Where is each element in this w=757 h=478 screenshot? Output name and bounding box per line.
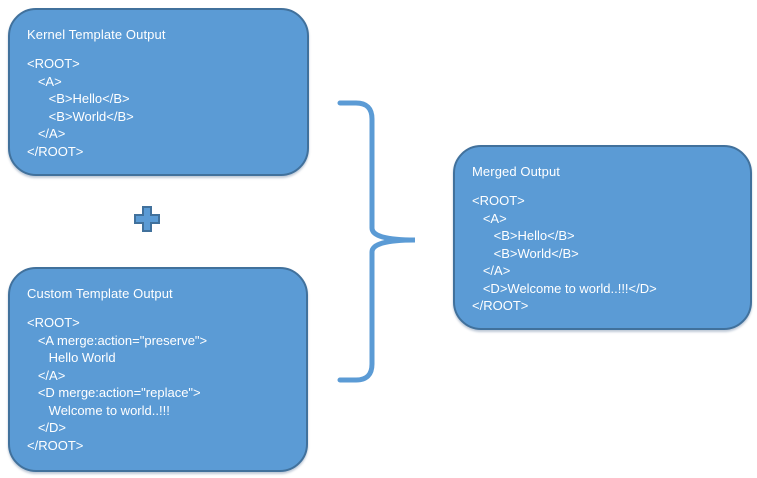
custom-box-code: <ROOT> <A merge:action="preserve"> Hello…: [27, 315, 208, 453]
merged-box-code: <ROOT> <A> <B>Hello</B> <B>World</B> </A…: [472, 193, 657, 313]
right-curly-brace-icon: [337, 100, 416, 383]
custom-box-title: Custom Template Output: [27, 286, 173, 301]
custom-template-output-box: Custom Template Output <ROOT> <A merge:a…: [8, 267, 308, 472]
kernel-box-code: <ROOT> <A> <B>Hello</B> <B>World</B> </A…: [27, 56, 134, 159]
kernel-box-title: Kernel Template Output: [27, 27, 166, 42]
merged-output-box: Merged Output <ROOT> <A> <B>Hello</B> <B…: [453, 145, 752, 330]
merged-box-title: Merged Output: [472, 164, 561, 179]
plus-icon: [134, 206, 160, 232]
kernel-template-output-box: Kernel Template Output <ROOT> <A> <B>Hel…: [8, 8, 309, 176]
